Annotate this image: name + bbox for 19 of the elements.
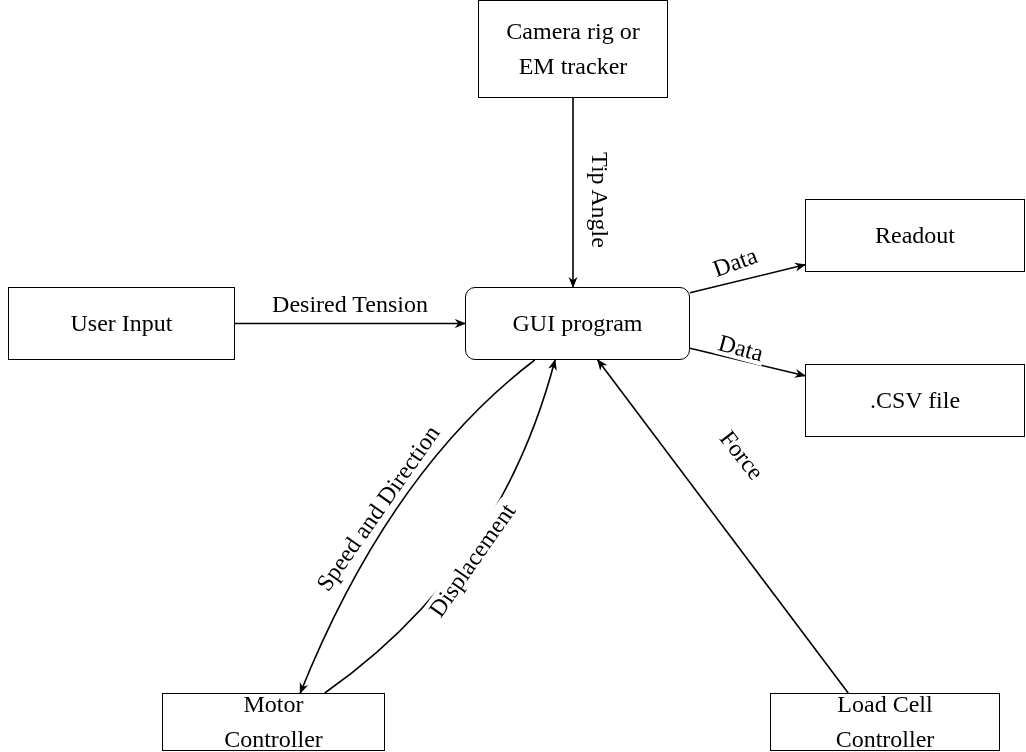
node-label: .CSV file [869,386,961,416]
box [478,0,668,98]
box [162,693,385,751]
box [805,364,1025,437]
arrow [568,97,578,289]
arrow [234,319,467,328]
node-label: GUI program [512,309,643,339]
node-label: Readout [875,221,955,251]
box [805,199,1025,272]
node-label: Camera rig or EM tracker [505,17,641,81]
arrow [596,359,849,694]
node-label: User Input [70,309,173,339]
box [8,287,235,360]
node-label: Motor Controller [223,690,324,752]
node-label: Load Cell Controller [834,690,936,752]
box [770,693,1000,751]
arrow [299,359,536,695]
process-box [465,287,690,360]
arrow [689,262,807,294]
